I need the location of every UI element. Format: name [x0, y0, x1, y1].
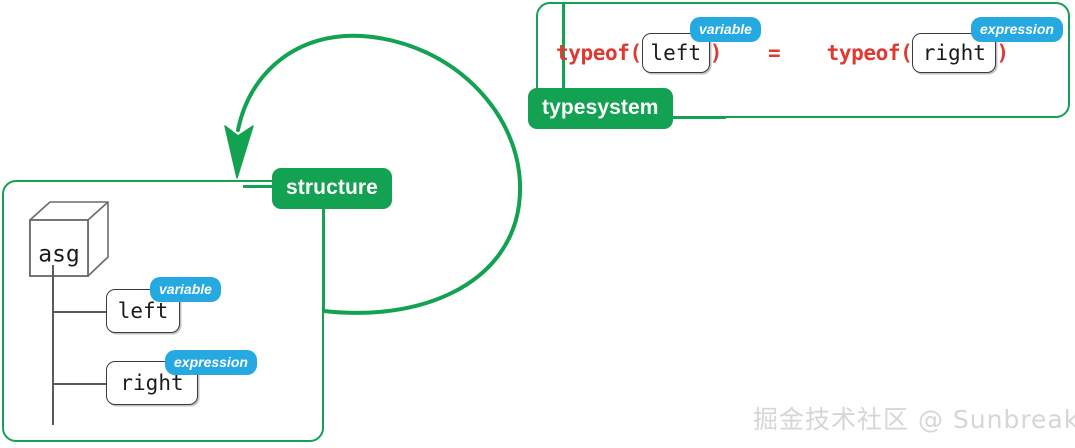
paren-close-left: )	[709, 41, 723, 65]
watermark-text: 掘金技术社区 @ Sunbreak	[753, 405, 1075, 434]
svg-text:asg: asg	[38, 242, 80, 268]
tag-expression-structure: expression	[165, 350, 257, 375]
typesystem-expression: typeof( left ) = typeof( right )	[556, 32, 1009, 74]
typesystem-panel	[536, 2, 1070, 118]
tag-variable-expression: variable	[690, 17, 761, 42]
cube-icon[interactable]: asg	[28, 200, 110, 278]
structure-connector-down	[322, 200, 325, 312]
paren-close-right: )	[996, 41, 1009, 65]
structure-connector-left	[243, 185, 273, 188]
typeof-keyword-right: typeof(	[826, 41, 913, 65]
typesystem-connector-right	[666, 116, 726, 119]
expression-node-right[interactable]: right	[912, 33, 997, 73]
typesystem-label[interactable]: typesystem	[528, 88, 673, 129]
typeof-keyword-left: typeof(	[556, 41, 642, 65]
tag-variable-structure: variable	[150, 277, 221, 302]
tree-trunk-line	[52, 265, 54, 425]
typesystem-connector-top	[562, 2, 565, 90]
expression-node-left[interactable]: left	[641, 33, 710, 73]
equals-operator: =	[767, 41, 781, 65]
structure-label[interactable]: structure	[272, 168, 392, 209]
tree-branch-line-1	[52, 311, 108, 313]
tag-expression-expression: expression	[971, 17, 1063, 42]
tree-branch-line-2	[52, 383, 108, 385]
